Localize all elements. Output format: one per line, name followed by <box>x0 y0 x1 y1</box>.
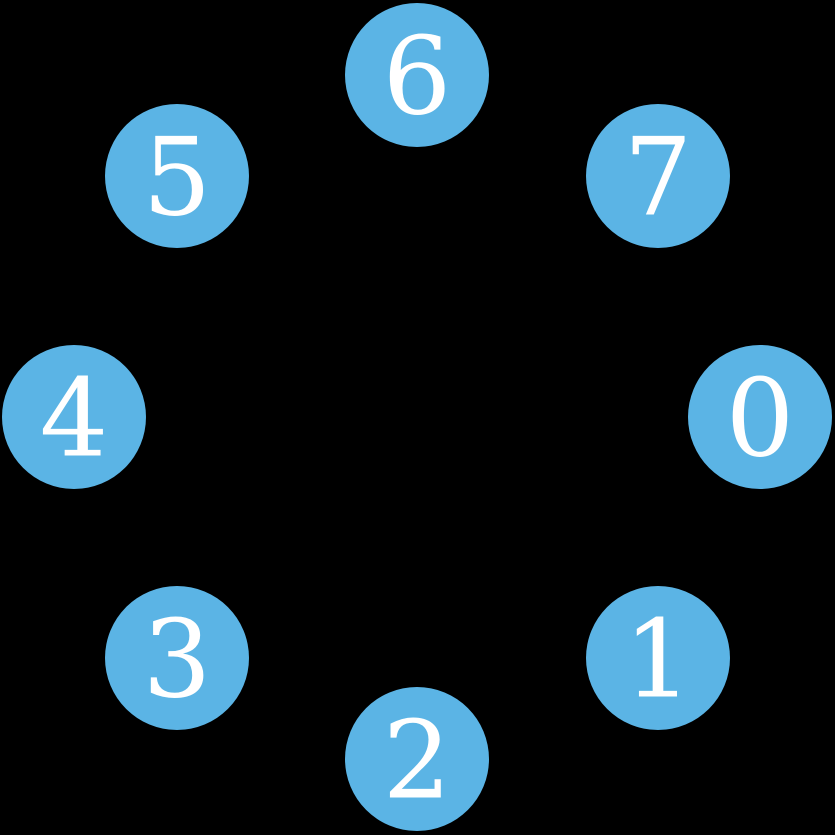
node-circle-5[interactable] <box>105 104 249 248</box>
graph-node-4[interactable]: 4 <box>2 345 146 489</box>
graph-node-3[interactable]: 3 <box>105 586 249 730</box>
node-circle-7[interactable] <box>586 104 730 248</box>
graph-node-1[interactable]: 1 <box>586 586 730 730</box>
node-circle-0[interactable] <box>688 345 832 489</box>
node-circle-4[interactable] <box>2 345 146 489</box>
graph-node-2[interactable]: 2 <box>345 687 489 831</box>
node-circle-2[interactable] <box>345 687 489 831</box>
node-circle-3[interactable] <box>105 586 249 730</box>
node-circle-6[interactable] <box>345 3 489 147</box>
graph-node-6[interactable]: 6 <box>345 3 489 147</box>
graph-node-7[interactable]: 7 <box>586 104 730 248</box>
node-circle-1[interactable] <box>586 586 730 730</box>
graph-node-0[interactable]: 0 <box>688 345 832 489</box>
graph-node-5[interactable]: 5 <box>105 104 249 248</box>
